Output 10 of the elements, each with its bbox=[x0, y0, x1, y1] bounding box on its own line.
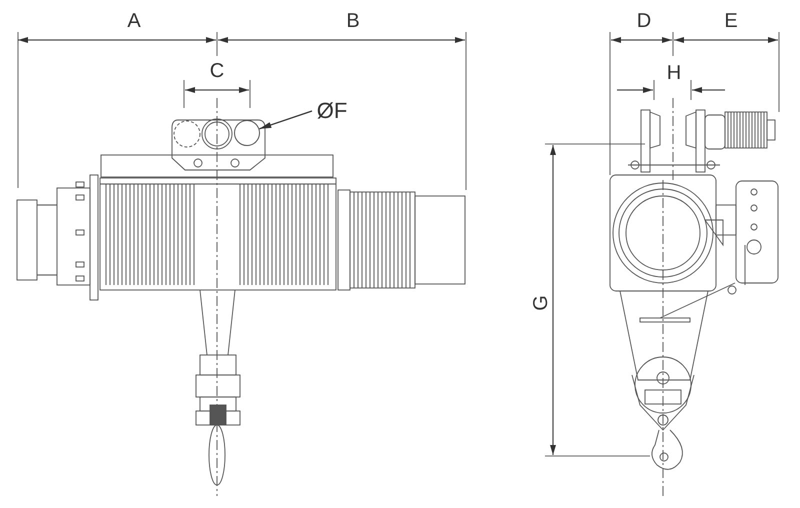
dimension-label: ØF bbox=[312, 98, 352, 124]
dimension-label: H bbox=[666, 62, 682, 84]
dimension-label: E bbox=[723, 10, 739, 32]
wheel-outline bbox=[234, 120, 260, 146]
leader-line bbox=[259, 110, 312, 130]
dimension-label: D bbox=[636, 10, 652, 32]
dimension-label: B bbox=[345, 10, 361, 32]
dimension-label: G bbox=[530, 294, 552, 313]
dimension-label: C bbox=[208, 60, 226, 82]
dimension-label: A bbox=[126, 10, 142, 32]
